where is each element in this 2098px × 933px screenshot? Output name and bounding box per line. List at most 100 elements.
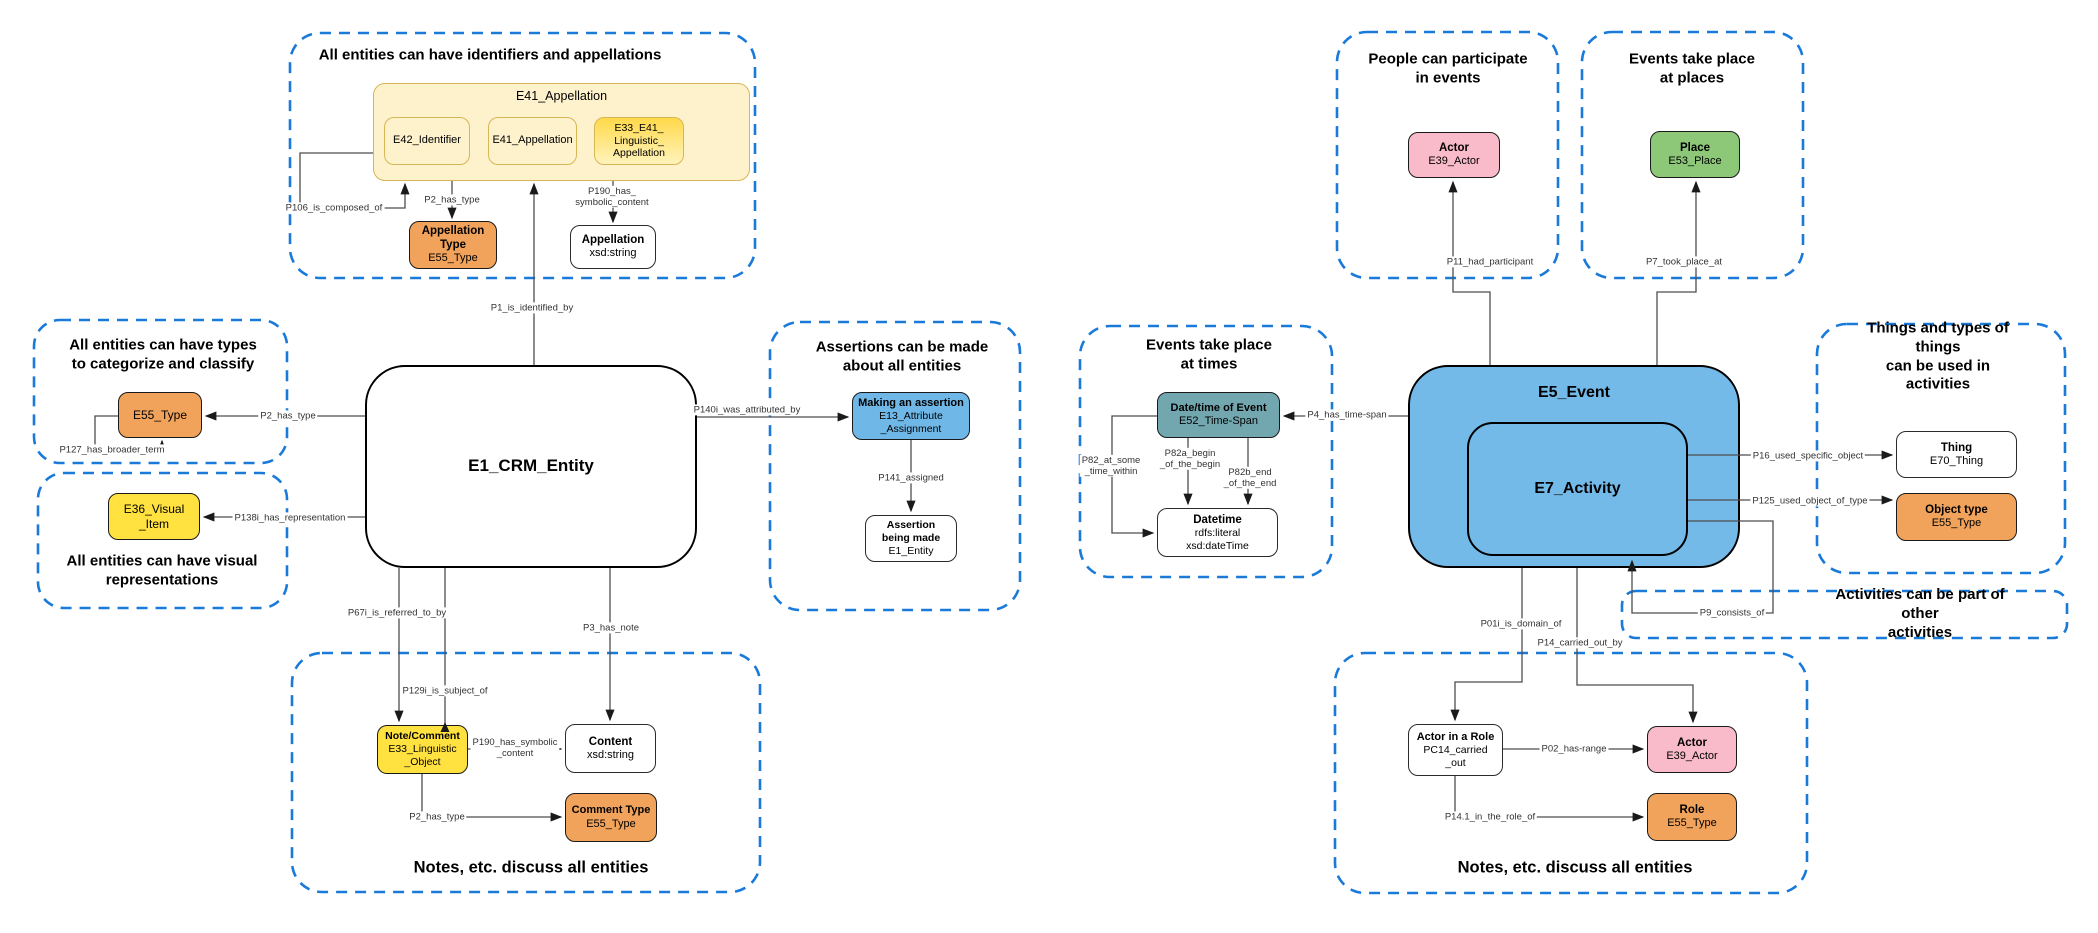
node-content: Content xsd:string <box>565 724 656 773</box>
edge-label-p4: P4_has_time-span <box>1305 409 1389 421</box>
edge-label-p2-comment: P2_has_type <box>407 811 467 823</box>
node-subtitle: E70_Thing <box>1929 454 1984 467</box>
edge-label-p14: P14_carried_out_by <box>1535 637 1625 649</box>
node-title: Role <box>1679 804 1705 817</box>
node-subtitle: xsd:string <box>589 247 637 260</box>
group-title-things: Things and types of things can be used i… <box>1867 319 2009 393</box>
node-subtitle: E52_Time-Span <box>1178 415 1259 427</box>
edge-label-p3: P3_has_note <box>581 622 641 634</box>
node-e13-attribute-assignment: Making an assertion E13_Attribute _Assig… <box>852 392 970 440</box>
node-subtitle: E39_Actor <box>1428 155 1480 168</box>
node-label: E5_Event <box>1537 384 1611 401</box>
group-title-times: Events take place at times <box>1146 336 1272 372</box>
node-title: Actor in a Role <box>1416 730 1495 743</box>
node-subtitle: xsd:string <box>586 748 635 761</box>
group-title-part-of: Activities can be part of other activiti… <box>1835 585 2005 641</box>
node-title: Place <box>1679 141 1711 154</box>
node-label: E55_Type <box>132 407 188 422</box>
node-title: Appellation <box>581 234 645 247</box>
node-title: Making an assertion <box>858 396 964 409</box>
node-comment-type: Comment Type E55_Type <box>565 793 657 842</box>
node-title: Date/time of Event <box>1170 401 1267 414</box>
node-title: Note/Comment <box>385 730 460 743</box>
node-actor-in-role: Actor in a Role PC14_carried _out <box>1408 724 1503 776</box>
group-title-people: People can participate in events <box>1368 50 1528 86</box>
node-subtitle: E33_Linguistic _Object <box>388 743 457 768</box>
edge-label-p141: P141_assigned <box>876 472 946 484</box>
node-note-comment: Note/Comment E33_Linguistic _Object <box>377 725 468 774</box>
edge-label-p11: P11_had_participant <box>1444 256 1536 268</box>
edge-label-p7: P7_took_place_at <box>1643 256 1725 268</box>
node-label: E41_Appellation <box>492 134 573 147</box>
node-e42-identifier: E42_Identifier <box>384 117 470 165</box>
node-e36-visual-item: E36_Visual _Item <box>108 493 200 540</box>
node-title: Assertion being made <box>881 519 941 545</box>
edge-label-p106: P106_is_composed_of <box>283 202 385 214</box>
node-e41-appellation: E41_Appellation <box>488 117 577 165</box>
node-title: Comment Type <box>571 804 651 817</box>
node-label: E1_CRM_Entity <box>468 456 594 476</box>
edge-label-p140i: P140i_was_attributed_by <box>691 404 803 416</box>
group-title-notes-left: Notes, etc. discuss all entities <box>413 858 649 877</box>
node-label: E33_E41_ Linguistic_ Appellation <box>613 121 665 160</box>
node-title: Content <box>588 735 633 748</box>
edge-label-p82b: P82b_end _of_the_end <box>1221 466 1279 490</box>
node-title: Datetime <box>1193 513 1242 526</box>
node-label: E7_Activity <box>1534 480 1621 498</box>
edge-label-p82a: P82a_begin _of_the_begin <box>1157 447 1223 471</box>
node-appellation-type: Appellation Type E55_Type <box>409 221 497 269</box>
node-subtitle: PC14_carried _out <box>1423 743 1488 769</box>
group-title-assertions: Assertions can be made about all entitie… <box>815 338 989 374</box>
node-subtitle: E13_Attribute _Assignment <box>879 409 943 435</box>
node-appellation-string: Appellation xsd:string <box>570 225 656 269</box>
node-role: Role E55_Type <box>1647 793 1737 841</box>
node-subtitle: E39_Actor <box>1666 749 1718 762</box>
group-title-notes-right: Notes, etc. discuss all entities <box>1457 858 1693 877</box>
group-title-visual: All entities can have visual representat… <box>66 552 258 588</box>
node-subtitle: rdfs:literal xsd:dateTime <box>1186 526 1249 552</box>
node-title: Actor <box>1676 736 1708 749</box>
node-actor-people: Actor E39_Actor <box>1408 132 1500 178</box>
node-title: Object type <box>1925 504 1988 517</box>
node-object-type: Object type E55_Type <box>1896 493 2017 541</box>
node-title: Actor <box>1438 142 1470 155</box>
edge-p01i <box>1450 568 1523 722</box>
group-title-types: All entities can have types to categoriz… <box>69 336 257 372</box>
node-e55-type: E55_Type <box>118 392 202 438</box>
edge-label-p190-content: P190_has_symbolic _content <box>470 736 560 760</box>
node-label: E41_Appellation <box>515 89 608 103</box>
edge-label-p67i: P67i_is_referred_to_by <box>345 607 449 619</box>
node-thing: Thing E70_Thing <box>1896 431 2017 478</box>
edge-label-p129i: P129i_is_subject_of <box>400 685 490 697</box>
node-subtitle: E53_Place <box>1668 154 1722 167</box>
node-subtitle: E55_Type <box>1667 817 1717 830</box>
node-subtitle: E55_Type <box>428 252 478 265</box>
edge-label-p82: P82_at_some _time_within <box>1079 454 1143 478</box>
node-subtitle: E55_Type <box>1931 517 1982 530</box>
edge-label-p2-type: P2_has_type <box>258 410 318 422</box>
node-e1-crm-entity: E1_CRM_Entity <box>365 365 697 568</box>
edge-label-p2-appellation: P2_has_type <box>422 194 482 206</box>
edge-p11 <box>1448 180 1491 365</box>
node-actor-role-target: Actor E39_Actor <box>1647 726 1737 773</box>
node-datetime: Datetime rdfs:literal xsd:dateTime <box>1157 508 1278 557</box>
node-subtitle: E55_Type <box>586 817 636 830</box>
node-e52-time-span: Date/time of Event E52_Time-Span <box>1157 392 1280 438</box>
edge-label-p127: P127_has_broader_term <box>57 444 167 456</box>
edge-label-p01i: P01i_is_domain_of <box>1478 618 1564 630</box>
edge-p7 <box>1656 180 1701 365</box>
edge-label-p190-appellation: P190_has_ symbolic_content <box>573 185 651 209</box>
node-title: Appellation Type <box>421 225 485 252</box>
node-subtitle: E1_Entity <box>888 544 934 557</box>
node-label: E36_Visual _Item <box>123 501 185 531</box>
edge-label-p138i: P138i_has_representation <box>232 512 348 524</box>
group-notes-left-border <box>290 651 762 894</box>
group-title-places: Events take place at places <box>1629 50 1755 86</box>
group-title-appellations: All entities can have identifiers and ap… <box>318 46 662 64</box>
node-assertion-being-made: Assertion being made E1_Entity <box>865 515 957 562</box>
node-title: Thing <box>1940 441 1973 454</box>
edge-label-p9: P9_consists_of <box>1697 607 1767 619</box>
